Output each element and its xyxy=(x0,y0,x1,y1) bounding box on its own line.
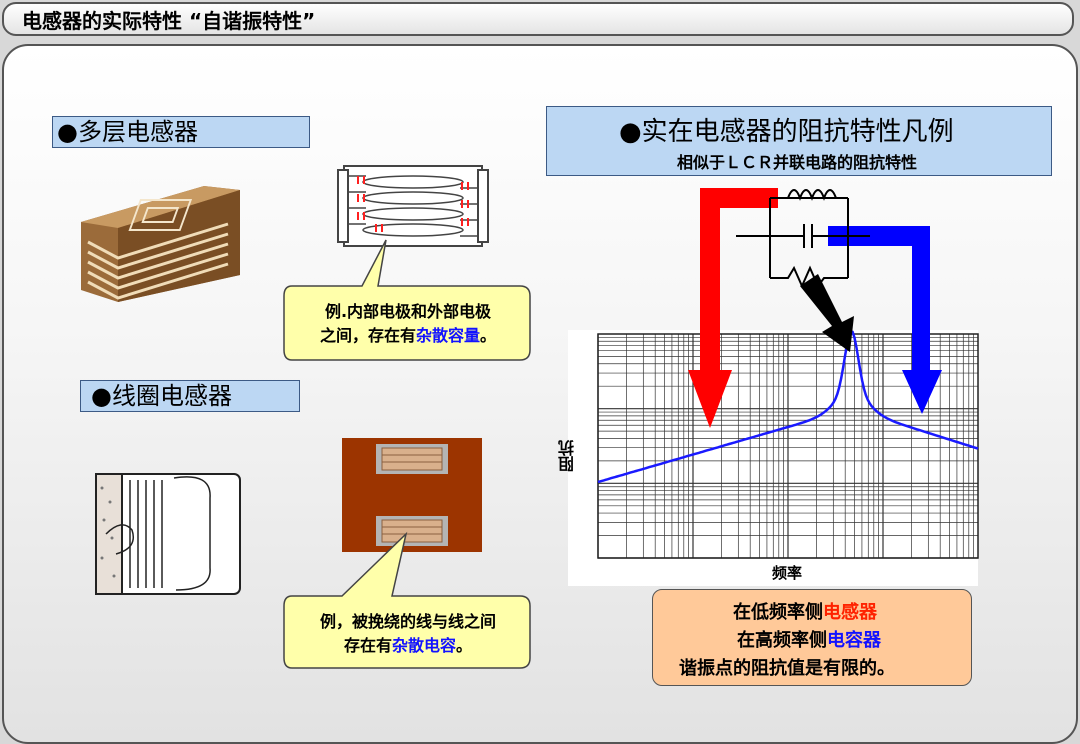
multilayer-cross-section xyxy=(337,165,489,247)
note-line2-highlight: 电容器 xyxy=(827,630,881,651)
coil-callout-line2: 存在有杂散电容。 xyxy=(286,634,530,658)
impedance-subtitle: 相似于ＬＣＲ并联电路的阻抗特性 xyxy=(677,153,918,172)
coil-callout-post: 。 xyxy=(456,636,473,655)
note-line1-highlight: 电感器 xyxy=(823,602,877,623)
coil-callout-pre: 存在有 xyxy=(343,636,392,655)
note-line1-pre: 在低频率侧 xyxy=(733,602,823,623)
multilayer-callout-line1: 例.内部电极和外部电极 xyxy=(324,302,492,321)
impedance-curve xyxy=(597,329,979,484)
multilayer-inductor-label: ●多层电感器 xyxy=(52,116,310,148)
multilayer-callout-post: 。 xyxy=(480,326,497,345)
impedance-graph-area xyxy=(568,188,979,586)
coil-inductor-label: ●线圈电感器 xyxy=(80,380,300,412)
coil-callout-bubble xyxy=(283,531,531,669)
black-arrow-icon xyxy=(800,274,854,352)
coil-callout-line1: 例，被挽绕的线与线之间 xyxy=(319,612,496,631)
coil-callout-highlight: 杂散电容 xyxy=(391,636,456,655)
impedance-title-box: ●实在电感器的阻抗特性凡例 相似于ＬＣＲ并联电路的阻抗特性 xyxy=(546,106,1052,176)
coil-callout-text: 例，被挽绕的线与线之间 存在有杂散电容。 xyxy=(286,610,530,658)
note-line3: 谐振点的阻抗值是有限的。 xyxy=(679,658,895,679)
multilayer-callout-pre: 之间，存在有 xyxy=(319,326,416,345)
title-bar xyxy=(2,2,1074,36)
red-arrow-icon xyxy=(688,188,778,428)
note-line1: 在低频率侧电感器 xyxy=(733,598,877,624)
blue-arrow-icon xyxy=(828,226,942,414)
note-line2: 在高频率侧电容器 xyxy=(737,626,881,652)
lcr-parallel-circuit-icon xyxy=(736,189,870,289)
coil-chip-cross-section xyxy=(342,438,482,552)
multilayer-callout-text: 例.内部电极和外部电极 之间，存在有杂散容量。 xyxy=(286,300,530,348)
multilayer-inductor-illustration xyxy=(81,186,240,302)
graph-ylabel: 阻抗 xyxy=(558,440,577,472)
multilayer-callout-bubble xyxy=(283,239,531,361)
graph-xlabel: 频率 xyxy=(772,564,803,582)
impedance-title: ●实在电感器的阻抗特性凡例 xyxy=(619,117,954,147)
multilayer-callout-line2: 之间，存在有杂散容量。 xyxy=(286,324,530,348)
slide-title: 电感器的实际特性 “自谐振特性” xyxy=(22,9,316,33)
multilayer-callout-highlight: 杂散容量 xyxy=(415,326,480,345)
note-line2-pre: 在高频率侧 xyxy=(737,630,827,651)
plot-frame xyxy=(597,333,979,559)
summary-note-box: 在低频率侧电感器 在高频率侧电容器 谐振点的阻抗值是有限的。 xyxy=(652,589,972,686)
coil-inductor-illustration xyxy=(95,473,241,595)
